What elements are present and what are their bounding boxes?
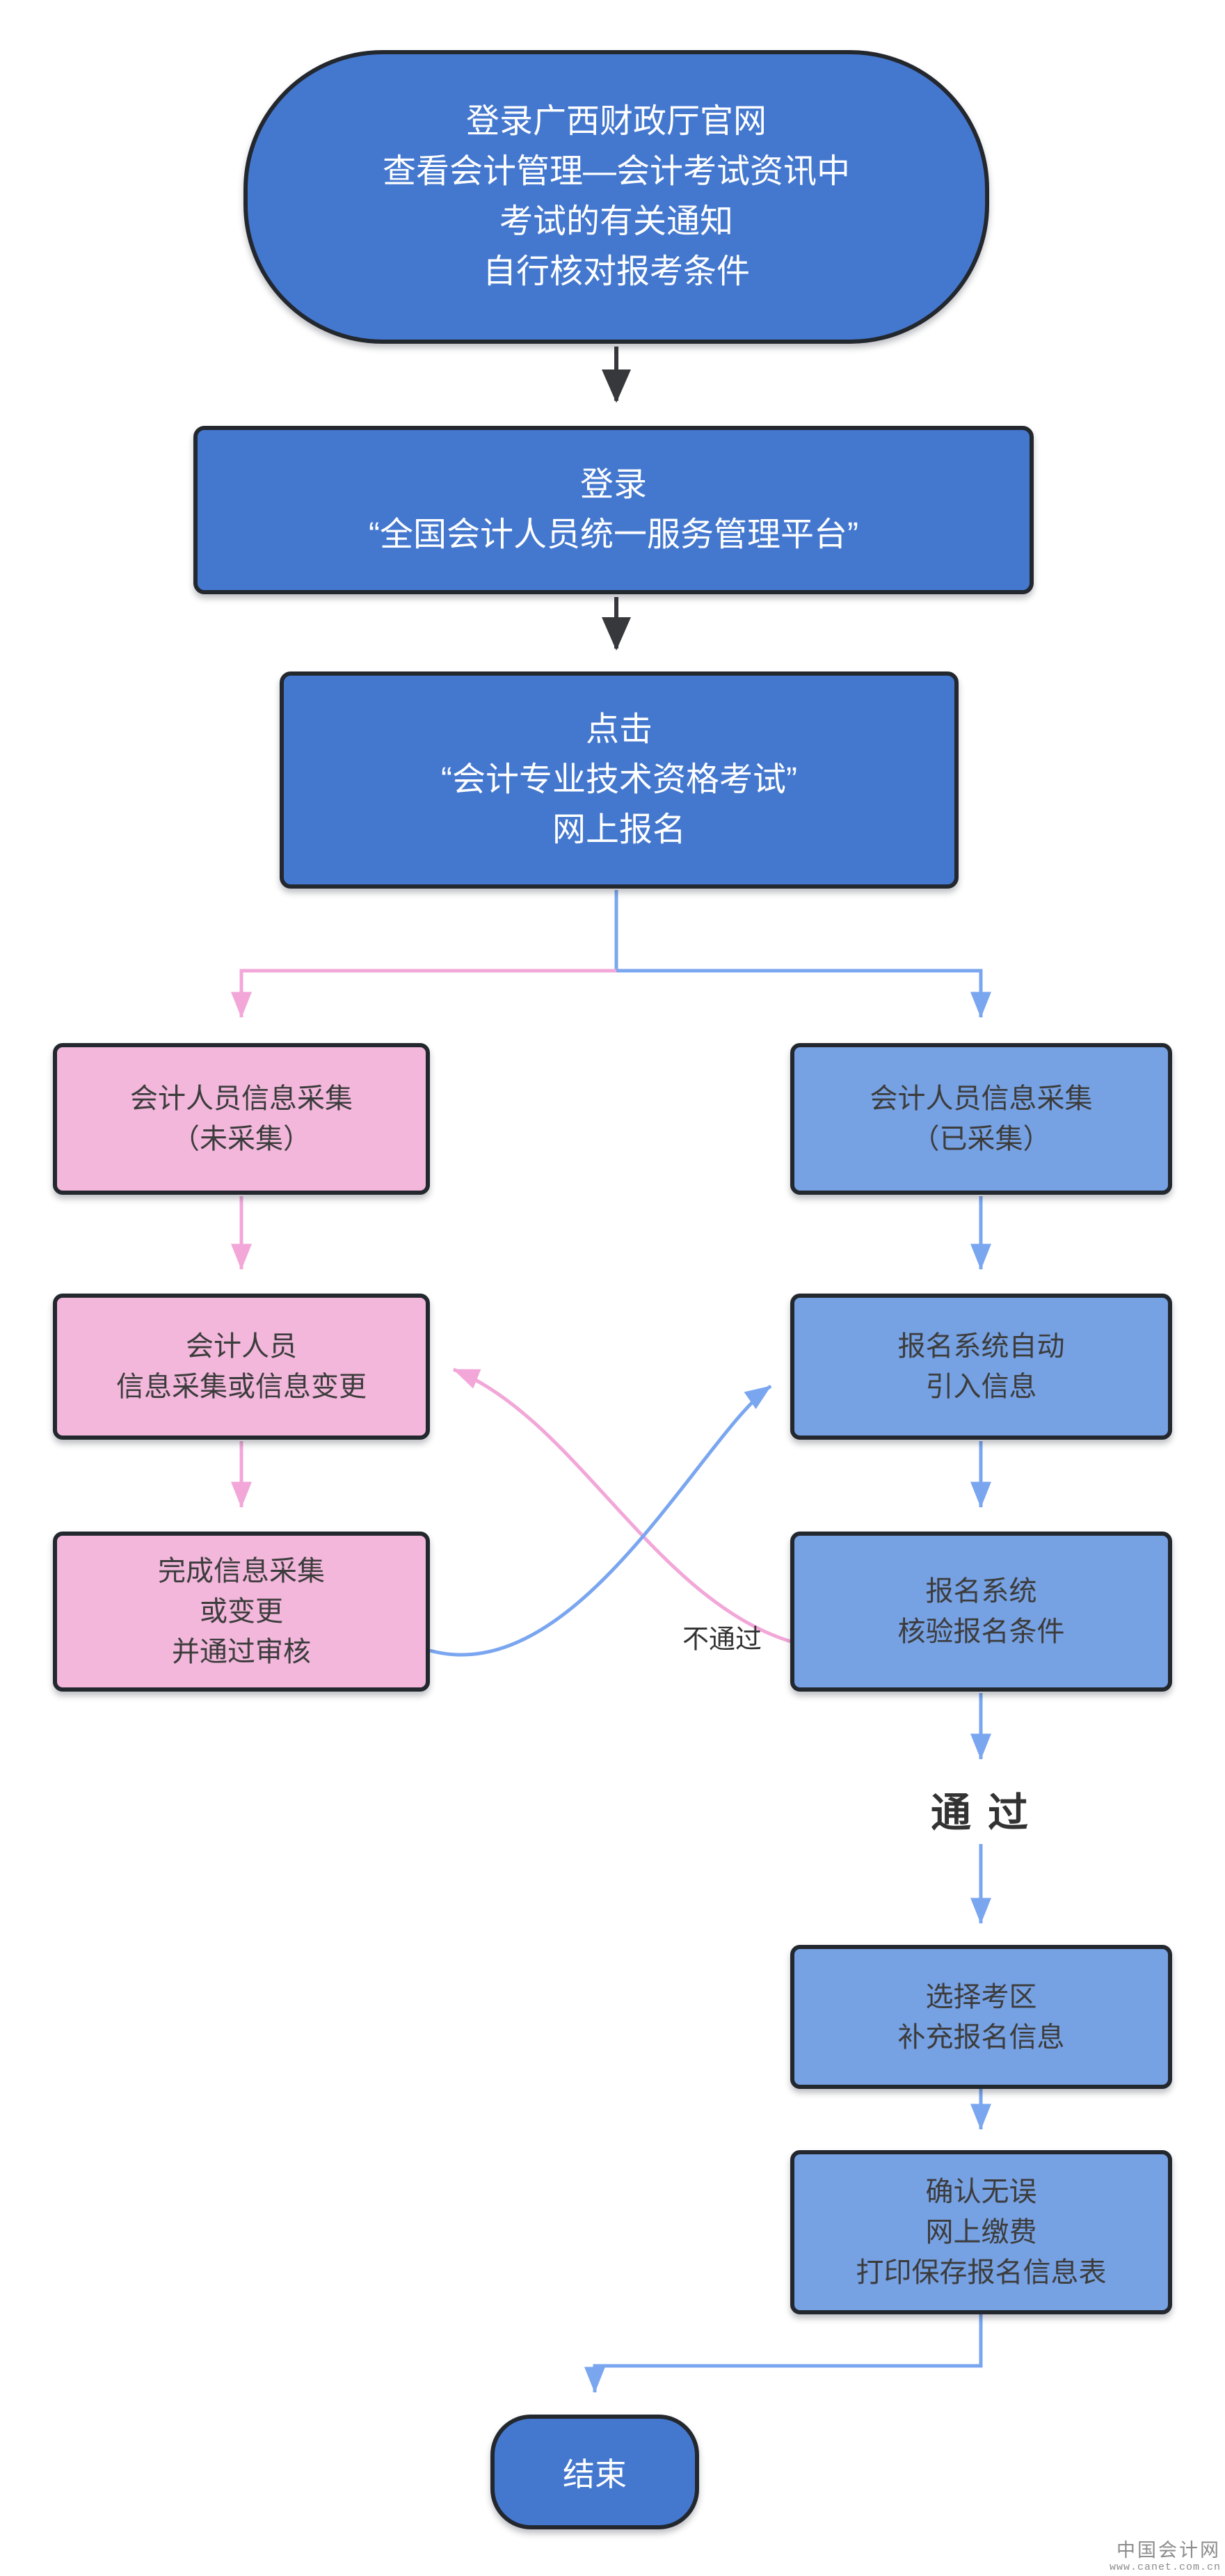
node-info-collect-or-change: 会计人员 信息采集或信息变更 <box>53 1294 430 1440</box>
node-info-collect-or-change-label: 会计人员 信息采集或信息变更 <box>116 1331 367 1402</box>
watermark-site-name: 中国会计网 <box>1116 2539 1221 2561</box>
node-info-collected: 会计人员信息采集 （已采集） <box>790 1043 1172 1195</box>
node-select-exam-area-label: 选择考区 补充报名信息 <box>897 1981 1065 2053</box>
node-info-not-collected: 会计人员信息采集 （未采集） <box>53 1043 430 1195</box>
node-info-collect-done: 完成信息采集 或变更 并通过审核 <box>53 1532 430 1692</box>
node-select-exam-area: 选择考区 补充报名信息 <box>790 1945 1172 2089</box>
edge-confirm-to-end <box>584 2314 983 2393</box>
node-info-not-collected-label: 会计人员信息采集 （未采集） <box>130 1083 353 1154</box>
watermark: 中国会计网 www.canet.com.cn <box>1110 2539 1221 2573</box>
node-auto-import: 报名系统自动 引入信息 <box>790 1294 1172 1440</box>
node-verify-conditions: 报名系统 核验报名条件 <box>790 1532 1172 1692</box>
node-end: 结束 <box>490 2415 699 2529</box>
edge-click-split-to-notcollected <box>231 969 616 1018</box>
node-confirm-pay-print: 确认无误 网上缴费 打印保存报名信息表 <box>790 2150 1172 2314</box>
node-info-collected-label: 会计人员信息采集 （已采集） <box>870 1083 1093 1154</box>
node-auto-import-label: 报名系统自动 引入信息 <box>897 1331 1065 1402</box>
node-login-platform-label: 登录 “全国会计人员统一服务管理平台” <box>369 466 858 553</box>
edge-verify-fail-to-change <box>453 1367 794 1644</box>
watermark-site-url: www.canet.com.cn <box>1109 2561 1221 2573</box>
edge-click-split-to-collected <box>614 890 991 1018</box>
edge-label-pass: 通 过 <box>930 1790 1032 1836</box>
node-start-label: 登录广西财政厅官网 查看会计管理—会计考试资讯中 考试的有关通知 自行核对报考条… <box>382 103 850 290</box>
node-confirm-pay-print-label: 确认无误 网上缴费 打印保存报名信息表 <box>856 2177 1107 2288</box>
node-info-collect-done-label: 完成信息采集 或变更 并通过审核 <box>158 1556 325 1667</box>
node-start: 登录广西财政厅官网 查看会计管理—会计考试资讯中 考试的有关通知 自行核对报考条… <box>243 50 989 344</box>
edge-label-fail: 不通过 <box>682 1625 762 1655</box>
node-end-label: 结束 <box>563 2456 627 2492</box>
node-verify-conditions-label: 报名系统 核验报名条件 <box>897 1576 1065 1647</box>
node-click-register: 点击 “会计专业技术资格考试” 网上报名 <box>280 671 959 889</box>
node-login-platform: 登录 “全国会计人员统一服务管理平台” <box>193 426 1034 594</box>
edge-done-to-autoimport <box>429 1384 772 1657</box>
node-click-register-label: 点击 “会计专业技术资格考试” 网上报名 <box>441 711 797 848</box>
